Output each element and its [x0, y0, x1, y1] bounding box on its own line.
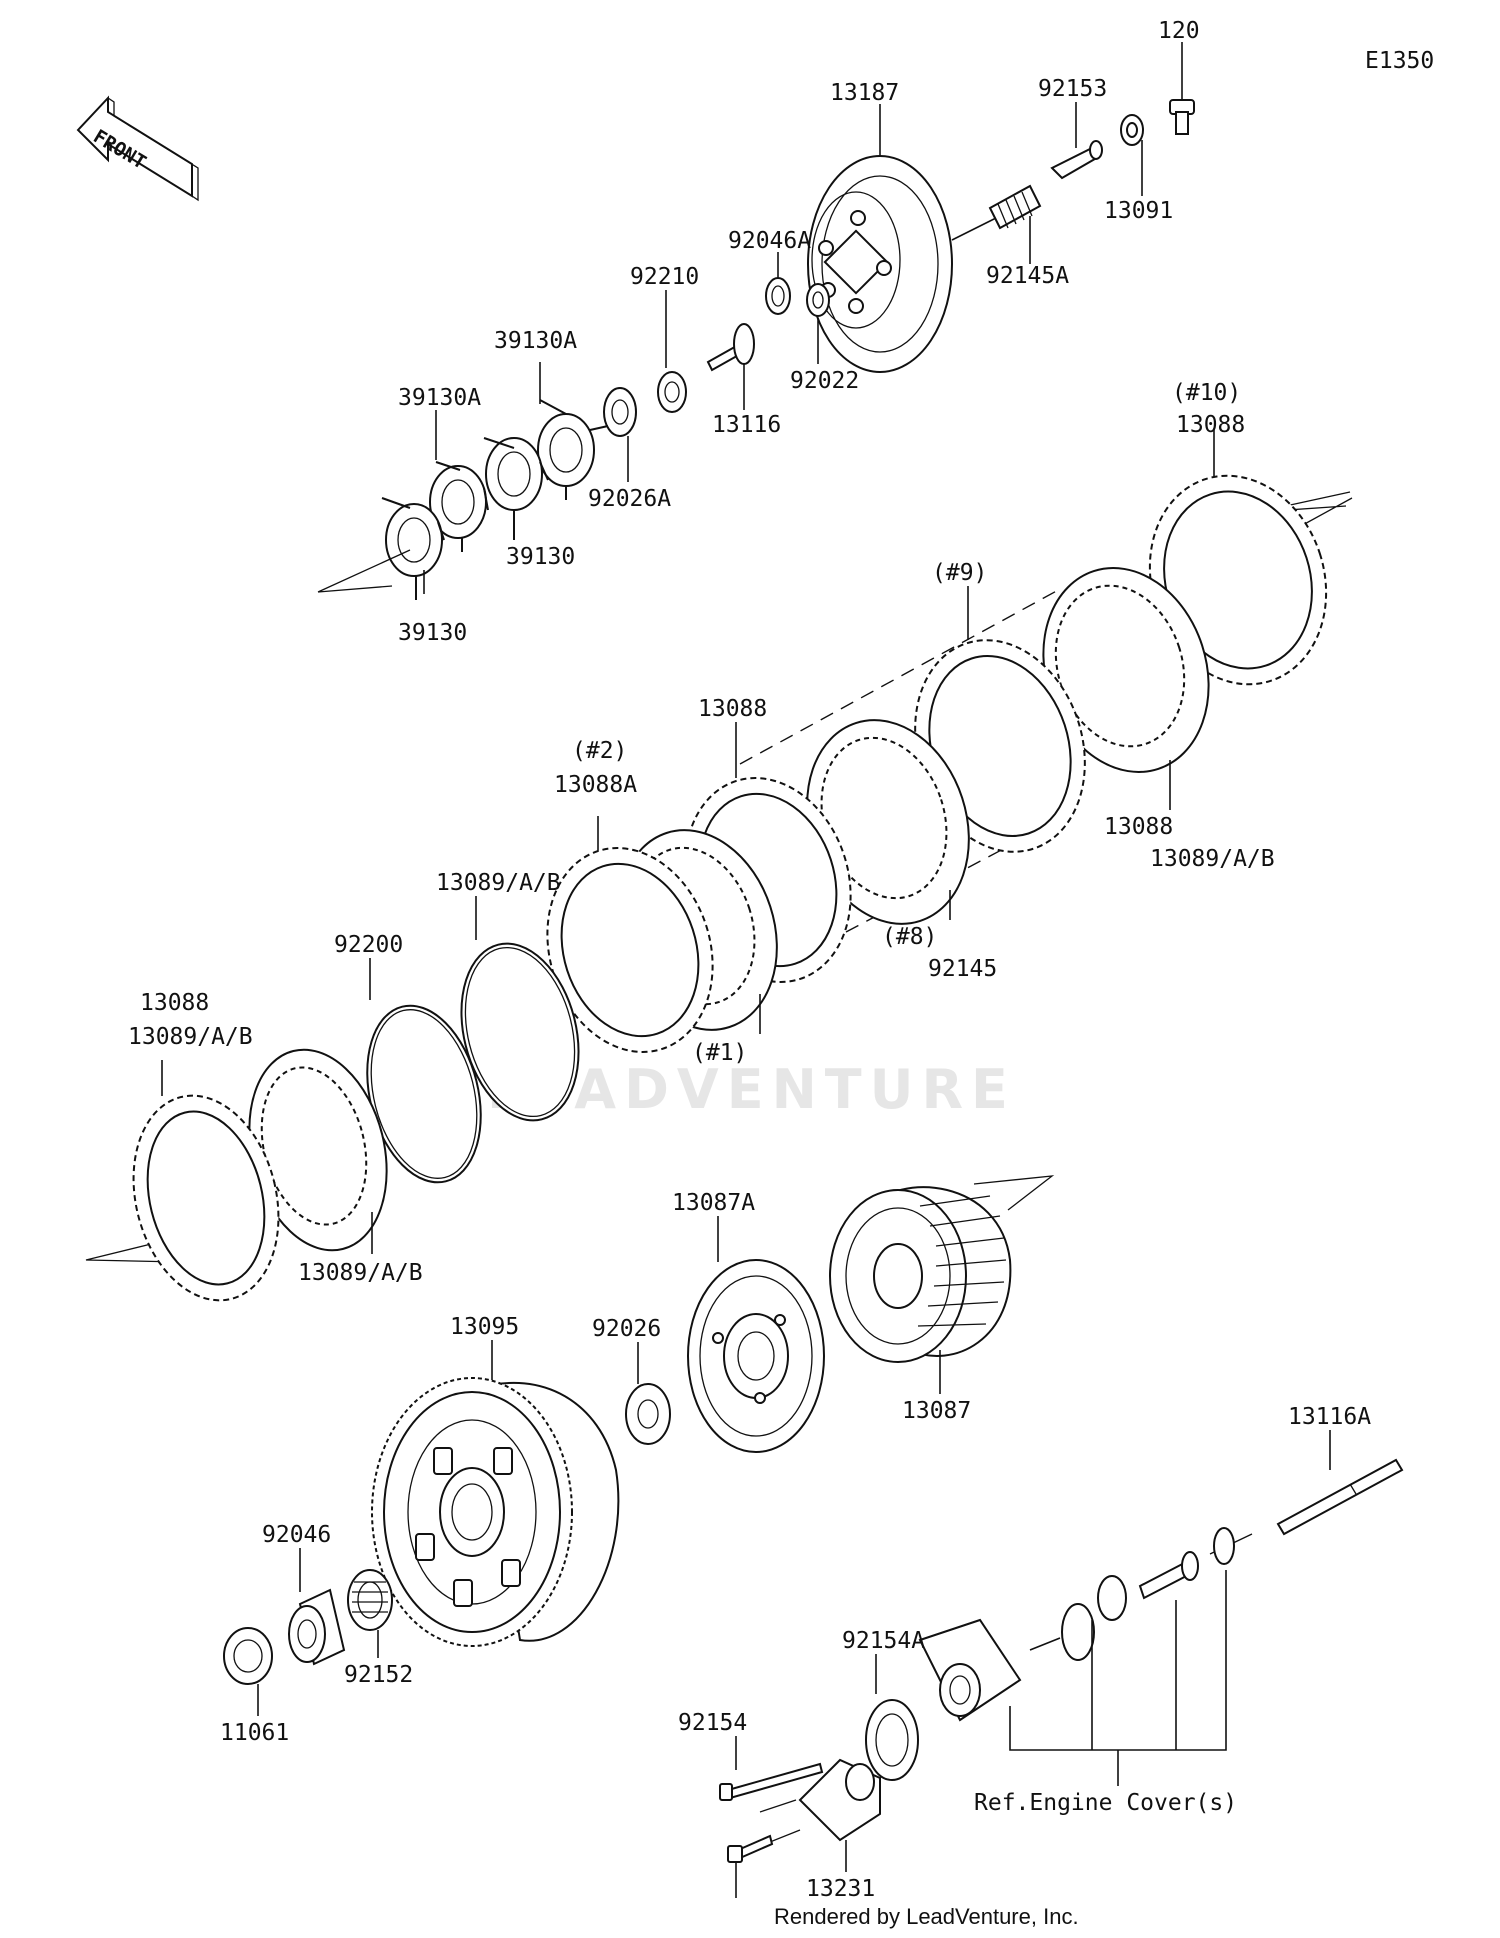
clutch-hub-13087 — [829, 1186, 1012, 1394]
label-39130-lower: 39130 — [398, 620, 467, 646]
label-13116: 13116 — [712, 412, 781, 438]
lever-13231 — [759, 1758, 881, 1872]
label-11061: 92154A — [842, 1628, 925, 1654]
friction-plate-13088-10 — [1148, 428, 1328, 686]
lock-plate-39130-lower — [317, 497, 445, 600]
bearing-92046A — [765, 252, 791, 315]
label-13088A: 13088A — [554, 772, 637, 798]
label-13231: 13231 — [806, 1876, 875, 1902]
label-92046A: 92046A — [728, 228, 811, 254]
push-rod-13116A — [1209, 1430, 1404, 1555]
label-92145A: 92145A — [986, 263, 1069, 289]
lock-plate-39130-upper — [483, 437, 549, 540]
label-13089-9: 13088 — [1104, 814, 1173, 840]
washer-92026 — [625, 1342, 671, 1445]
gasket-11061 — [865, 1654, 919, 1781]
label-13087: 13087 — [902, 1398, 971, 1424]
label-92154A: 92154 — [678, 1710, 747, 1736]
label-39130A-upper: 39130A — [494, 328, 577, 354]
washer-13091 — [1120, 114, 1144, 196]
label-92022: 92022 — [790, 368, 859, 394]
label-92200: 92200 — [334, 932, 403, 958]
steel-plate-13089-9 — [1042, 567, 1210, 810]
washer-92022 — [806, 283, 830, 364]
bearing-92210 — [657, 290, 687, 413]
push-rod-13116 — [706, 323, 755, 410]
pin-92153 — [1050, 102, 1103, 180]
front-arrow-icon: FRONT — [76, 95, 199, 202]
seat-ring-92200 — [366, 958, 482, 1184]
label-13187: 13187 — [830, 80, 899, 106]
label-13088-10: 13088 — [1176, 412, 1245, 438]
label-2-tag: (#2) — [572, 738, 627, 764]
pressure-plate-13187 — [807, 104, 953, 373]
friction-plate-13088A — [546, 816, 714, 1053]
label-9-tag: 13089/A/B — [1150, 846, 1275, 872]
bolt-120 — [1169, 42, 1195, 135]
ref-note-callout — [1009, 1570, 1227, 1786]
label-13088-9: (#9) — [932, 560, 987, 586]
label-92152: 11061 — [220, 1720, 289, 1746]
spring-92145A — [951, 184, 1042, 264]
label-13095: 13095 — [450, 1314, 519, 1340]
spring-ring-92145 — [460, 896, 580, 1122]
bearing-92026A — [603, 387, 637, 482]
label-92026: 92026 — [592, 1316, 661, 1342]
friction-plate-13088-1 — [132, 1060, 280, 1302]
clutch-housing-13095 — [371, 1340, 620, 1647]
label-120: 120 — [1158, 18, 1200, 44]
bolt-92154 — [727, 1834, 774, 1898]
bolt-92154A — [719, 1736, 824, 1801]
label-92153: 92153 — [1038, 76, 1107, 102]
sleeve-92139 — [288, 1548, 346, 1666]
label-13089-2: (#1) — [692, 1040, 747, 1066]
label-13088-1: 13089/A/B — [128, 1024, 253, 1050]
label-13116A: 13116A — [1288, 1404, 1371, 1430]
needle-bearing-92046 — [347, 1569, 393, 1658]
label-92026A: 92026A — [588, 486, 671, 512]
release-shaft-assembly — [918, 1527, 1235, 1722]
label-13088-8: 13088 — [698, 696, 767, 722]
diagram-code: E1350 — [1365, 48, 1434, 74]
footer-credit: Rendered by LeadVenture, Inc. — [774, 1904, 1079, 1929]
ref-note: Ref.Engine Cover(s) — [974, 1790, 1237, 1816]
label-13091: 13091 — [1104, 198, 1173, 224]
lock-plate-39130A-lower — [429, 410, 489, 552]
label-92046: 92152 — [344, 1662, 413, 1688]
label-13087A: 13087A — [672, 1190, 755, 1216]
label-39130-upper: 39130 — [506, 544, 575, 570]
label-13089-1: 13089/A/B — [298, 1260, 423, 1286]
lock-plate-39130A-upper — [537, 362, 609, 500]
collar-92152 — [223, 1627, 273, 1716]
label-10-tag: (#10) — [1172, 380, 1241, 406]
label-39130A-lower: 39130A — [398, 385, 481, 411]
steel-plate-13089-1 — [248, 1048, 388, 1254]
label-92210: 92210 — [630, 264, 699, 290]
label-92139: 92046 — [262, 1522, 331, 1548]
operating-plate-13087A — [687, 1216, 825, 1453]
label-1-tag: 13088 — [140, 990, 209, 1016]
label-8-tag: 92145 — [928, 956, 997, 982]
label-13089-8: (#8) — [882, 924, 937, 950]
label-92145: 13089/A/B — [436, 870, 561, 896]
